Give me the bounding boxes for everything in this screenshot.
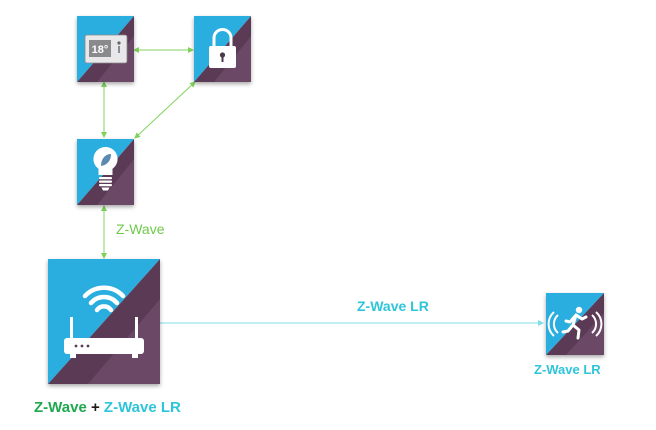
motion-sensor-node[interactable] [546,293,604,355]
hub-label-zwave: Z-Wave [34,399,87,416]
lock-node[interactable] [194,16,251,82]
thermostat-icon: 18° [84,34,128,64]
sensor-label: Z-Wave LR [534,362,601,377]
hub-label: Z-Wave + Z-Wave LR [34,399,181,416]
wifi-router-icon [64,285,144,358]
thermostat-node[interactable]: 18° [77,16,134,82]
lightbulb-icon [93,146,118,191]
zwave-lr-link-label: Z-Wave LR [357,298,429,314]
link-lock-bulb [134,81,196,139]
hub-router-node[interactable] [48,259,160,384]
lightbulb-node[interactable] [77,139,134,205]
zwave-link-label: Z-Wave [116,221,165,237]
thermostat-reading: 18° [92,44,109,56]
motion-sensor-icon [547,306,603,340]
hub-label-plus: + [86,399,104,416]
padlock-icon [209,28,236,68]
hub-label-lr: Z-Wave LR [103,399,181,416]
